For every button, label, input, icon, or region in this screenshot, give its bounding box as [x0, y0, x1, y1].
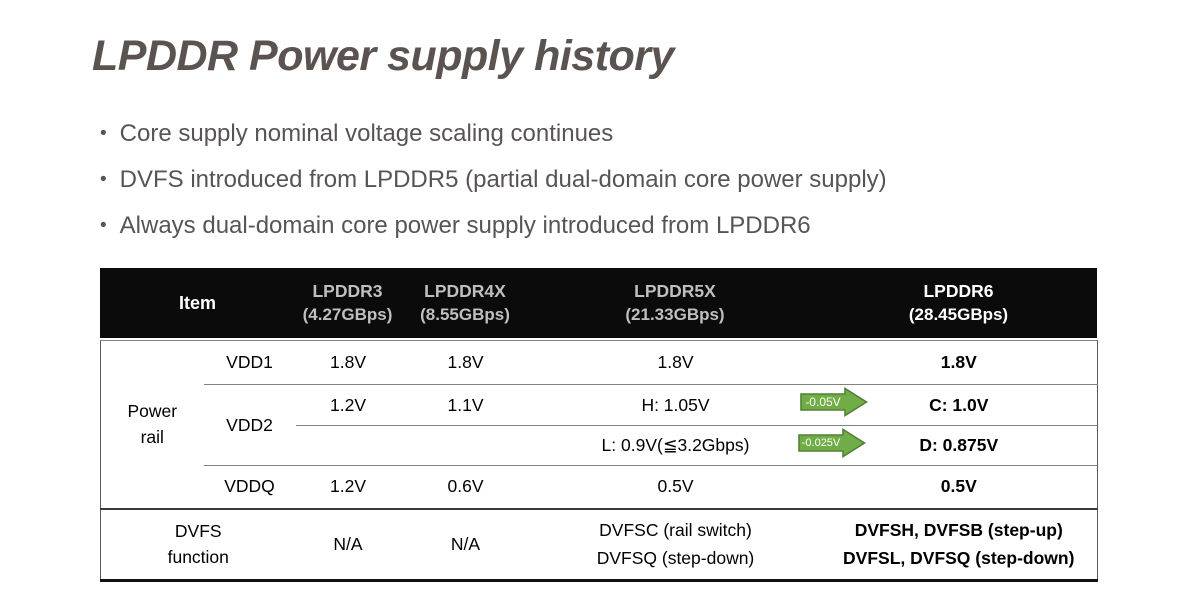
cell-dvfs-label: DVFS function [101, 509, 296, 581]
cell-vdd2l-lpddr4x [400, 425, 531, 466]
cell-power-rail-label: Power rail [100, 340, 204, 510]
cell-vdd1-lpddr5x: 1.8V [530, 340, 821, 385]
step-down-arrow-icon: -0.025V [798, 428, 866, 458]
cell-dvfs-lpddr6: DVFSH, DVFSB (step-up) DVFSL, DVFSQ (ste… [821, 509, 1098, 581]
table-row-vdd2-high: VDD2 1.2V 1.1V H: 1.05V C: 1.0V [101, 384, 1098, 466]
cell-dvfs-lpddr4x: N/A [450, 533, 481, 554]
cell-vddq-lpddr6: 0.5V [820, 465, 1098, 510]
header-name: LPDDR6 [923, 281, 994, 301]
step-down-arrow-icon: -0.05V [800, 387, 868, 417]
table-row-vdd2-low: L: 0.9V(≦3.2Gbps) D: 0.875V [101, 425, 1098, 466]
header-cell-lpddr4x: LPDDR4X (8.55GBps) [400, 280, 530, 326]
cell-vdd1-lpddr3: 1.8V [295, 340, 401, 385]
cell-vdd2l-lpddr6: D: 0.875V [820, 425, 1098, 466]
header-cell-item: Item [178, 292, 216, 313]
header-cell-lpddr6: LPDDR6 (28.45GBps) [820, 280, 1097, 326]
cell-vddq-lpddr3: 1.2V [295, 465, 401, 510]
dvfs-lpddr5x-line1: DVFSC (rail switch) [599, 520, 752, 541]
right-arrow-shape [798, 428, 866, 458]
cell-dvfs-lpddr3: N/A [333, 533, 363, 554]
page-title: LPDDR Power supply history [92, 32, 674, 80]
bullet-text: Core supply nominal voltage scaling cont… [119, 120, 614, 147]
bullet-item: • Core supply nominal voltage scaling co… [100, 118, 887, 150]
table-body: Power rail VDD1 1.8V 1.8V 1.8V 1.8V VDD2… [100, 340, 1098, 582]
table-header-row: Item LPDDR3 (4.27GBps) LPDDR4X (8.55GBps… [100, 268, 1097, 338]
cell-vdd1-label: VDD1 [203, 340, 296, 385]
dvfs-lpddr5x-line2: DVFSQ (step-down) [596, 548, 755, 569]
power-rail-label: Power rail [127, 401, 178, 448]
header-speed: (4.27GBps) [302, 305, 393, 324]
table-row-dvfs: DVFS function N/A N/A DVFSC (rail switch… [101, 509, 1098, 581]
header-speed: (8.55GBps) [420, 305, 510, 324]
header-cell-lpddr3: LPDDR3 (4.27GBps) [295, 280, 400, 326]
dvfs-lpddr6-line1: DVFSH, DVFSB (step-up) [854, 520, 1063, 541]
bullet-text: Always dual-domain core power supply int… [119, 212, 811, 239]
header-name: LPDDR5X [634, 281, 716, 301]
header-speed: (28.45GBps) [908, 305, 1009, 324]
cell-vddq-label: VDDQ [203, 465, 296, 510]
cell-vddq-lpddr5x: 0.5V [530, 465, 821, 510]
dvfs-label: DVFS function [167, 521, 229, 568]
bullet-dot-icon: • [100, 169, 107, 190]
dvfs-lpddr6-line2: DVFSL, DVFSQ (step-down) [843, 548, 1075, 569]
cell-dvfs-lpddr5x: DVFSC (rail switch) DVFSQ (step-down) [531, 509, 821, 581]
bullet-item: • DVFS introduced from LPDDR5 (partial d… [100, 164, 887, 196]
right-arrow-shape [800, 387, 868, 417]
header-cell-lpddr5x: LPDDR5X (21.33GBps) [530, 280, 820, 326]
table-row-vddq: VDDQ 1.2V 0.6V 0.5V 0.5V [101, 465, 1098, 510]
cell-vdd2l-lpddr3 [295, 425, 401, 466]
voltage-delta-label: -0.05V [805, 395, 841, 409]
voltage-delta-label: -0.025V [801, 437, 841, 449]
header-speed: (21.33GBps) [625, 305, 725, 324]
power-supply-table: Item LPDDR3 (4.27GBps) LPDDR4X (8.55GBps… [100, 268, 1098, 582]
table-row-vdd1: Power rail VDD1 1.8V 1.8V 1.8V 1.8V [100, 340, 1098, 510]
cell-vdd2h-lpddr3: 1.2V [295, 384, 401, 426]
cell-vdd2l-lpddr5x: L: 0.9V(≦3.2Gbps) [530, 425, 821, 466]
cell-vdd2h-lpddr6: C: 1.0V [820, 384, 1098, 426]
bullet-item: • Always dual-domain core power supply i… [100, 210, 887, 242]
header-name: LPDDR3 [312, 281, 383, 301]
cell-vdd2h-lpddr5x: H: 1.05V [530, 384, 821, 426]
cell-vdd2-label: VDD2 [203, 384, 296, 466]
cell-vdd1-lpddr6: 1.8V [820, 340, 1098, 385]
bullet-dot-icon: • [100, 123, 107, 144]
header-name: LPDDR4X [424, 281, 506, 301]
bullet-list: • Core supply nominal voltage scaling co… [100, 118, 887, 242]
cell-vdd1-lpddr4x: 1.8V [400, 340, 531, 385]
cell-vddq-lpddr4x: 0.6V [400, 465, 531, 510]
bullet-text: DVFS introduced from LPDDR5 (partial dua… [119, 166, 887, 193]
bullet-dot-icon: • [100, 215, 107, 236]
cell-vdd2h-lpddr4x: 1.1V [400, 384, 531, 426]
